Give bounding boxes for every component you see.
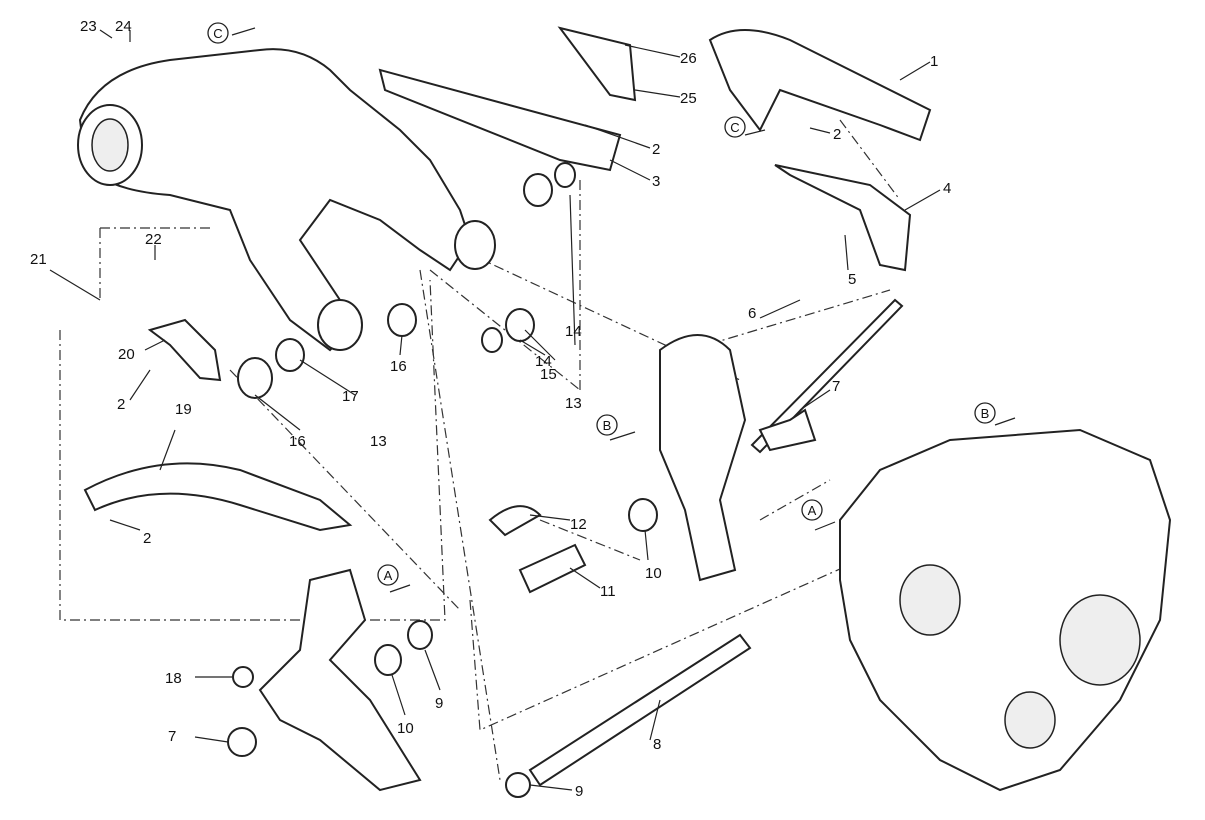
callout-18: 18 bbox=[165, 670, 182, 687]
callout-4: 4 bbox=[943, 180, 951, 197]
callout-2: 2 bbox=[117, 396, 125, 413]
callout-19: 19 bbox=[175, 401, 192, 418]
callout-5: 5 bbox=[848, 271, 856, 288]
engine-crankcase bbox=[839, 428, 1172, 792]
svg-text:A: A bbox=[384, 568, 393, 583]
callout-3: 3 bbox=[652, 173, 660, 190]
callout-17: 17 bbox=[342, 388, 359, 405]
svg-text:B: B bbox=[981, 406, 990, 421]
assembly-lines bbox=[59, 119, 901, 781]
swingarm bbox=[77, 48, 496, 352]
ref-marker-a: A bbox=[801, 499, 836, 531]
callout-6: 6 bbox=[748, 305, 756, 322]
ref-marker-a: A bbox=[377, 564, 411, 593]
callout-16: 16 bbox=[289, 433, 306, 450]
ref-marker-b: B bbox=[974, 402, 1016, 426]
callout-1: 1 bbox=[930, 53, 938, 70]
callout-7: 7 bbox=[832, 378, 840, 395]
brackets bbox=[83, 318, 747, 792]
chain-guard bbox=[378, 26, 637, 172]
callout-14: 14 bbox=[535, 353, 552, 370]
callout-2: 2 bbox=[833, 126, 841, 143]
svg-text:C: C bbox=[213, 26, 222, 41]
callout-20: 20 bbox=[118, 346, 135, 363]
chain-cover bbox=[708, 29, 932, 272]
callout-26: 26 bbox=[680, 50, 697, 67]
svg-text:B: B bbox=[603, 418, 612, 433]
callout-labels: 23 24 26 25 2 3 1 2 4 5 21 22 20 2 16 17… bbox=[30, 18, 951, 800]
bearings bbox=[227, 162, 658, 798]
shafts bbox=[528, 298, 904, 787]
callout-14: 14 bbox=[565, 323, 582, 340]
svg-text:A: A bbox=[808, 503, 817, 518]
callout-9: 9 bbox=[435, 695, 443, 712]
svg-text:C: C bbox=[730, 120, 739, 135]
callout-21: 21 bbox=[30, 251, 47, 268]
callout-13: 13 bbox=[565, 395, 582, 412]
callout-2: 2 bbox=[652, 141, 660, 158]
callout-24: 24 bbox=[115, 18, 132, 35]
leader-lines bbox=[49, 29, 941, 791]
callout-2: 2 bbox=[143, 530, 151, 547]
callout-8: 8 bbox=[653, 736, 661, 753]
ref-marker-b: B bbox=[596, 414, 636, 441]
callout-15: 15 bbox=[540, 366, 557, 383]
callout-25: 25 bbox=[680, 90, 697, 107]
callout-11: 11 bbox=[600, 583, 616, 600]
callout-7: 7 bbox=[168, 728, 176, 745]
callout-9: 9 bbox=[575, 783, 583, 800]
callout-16: 16 bbox=[390, 358, 407, 375]
callout-12: 12 bbox=[570, 516, 587, 533]
ref-marker-c: C bbox=[207, 22, 256, 44]
callout-23: 23 bbox=[80, 18, 97, 35]
callout-22: 22 bbox=[145, 231, 162, 248]
reference-markers: C C B B A A bbox=[207, 22, 1016, 593]
callout-10: 10 bbox=[397, 720, 414, 737]
ref-marker-c: C bbox=[724, 116, 766, 138]
callout-10: 10 bbox=[645, 565, 662, 582]
callout-13: 13 bbox=[370, 433, 387, 450]
